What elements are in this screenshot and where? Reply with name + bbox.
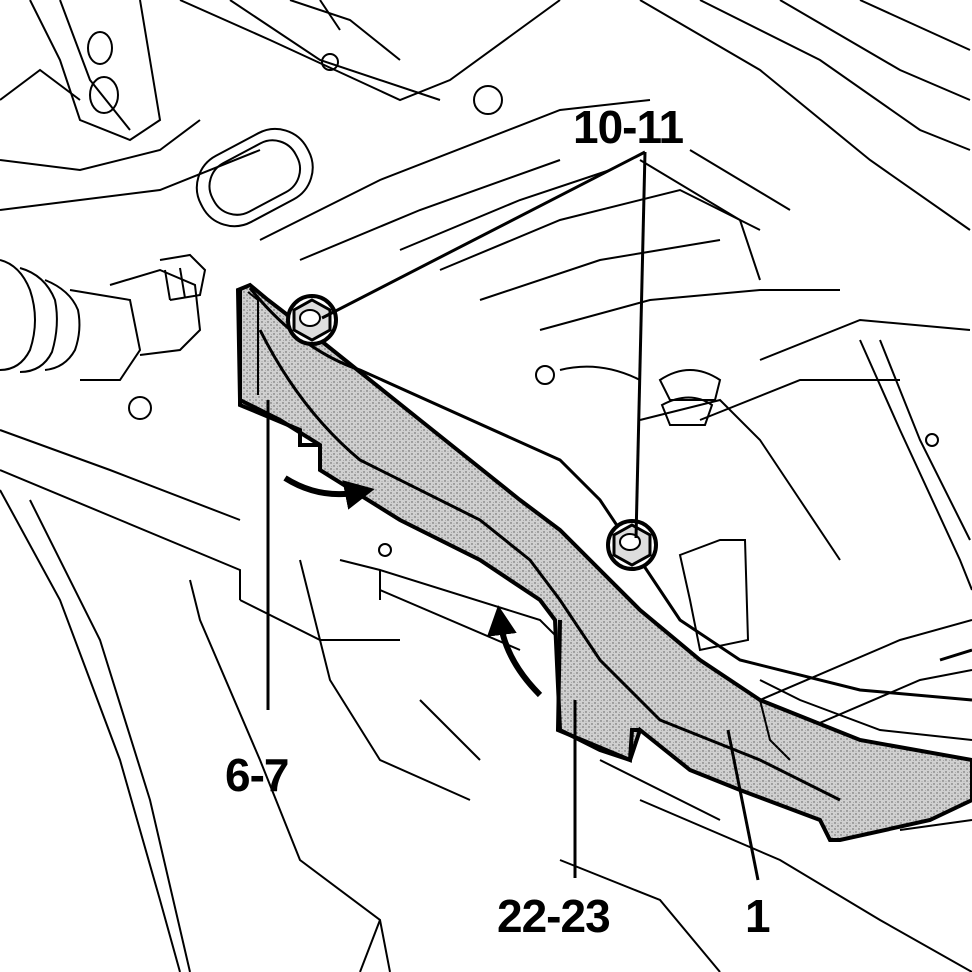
bracket-part-1 bbox=[235, 282, 972, 842]
leader-bolt-lower bbox=[634, 151, 647, 539]
leader-bracket bbox=[726, 729, 760, 881]
drive-shaft bbox=[0, 253, 207, 381]
leader-bolt-upper bbox=[321, 150, 646, 320]
callout-bracket: 1 bbox=[745, 890, 771, 942]
leader-lines bbox=[266, 150, 760, 881]
callout-bolts: 10-11 bbox=[573, 101, 684, 153]
callout-right-plate: 22-23 bbox=[497, 890, 611, 942]
rotation-arrow-left bbox=[283, 475, 375, 510]
rotation-arrow-center bbox=[486, 605, 543, 698]
bolt-upper bbox=[286, 294, 338, 346]
bolt-lower bbox=[606, 519, 658, 571]
callout-left-plate: 6-7 bbox=[225, 749, 289, 801]
